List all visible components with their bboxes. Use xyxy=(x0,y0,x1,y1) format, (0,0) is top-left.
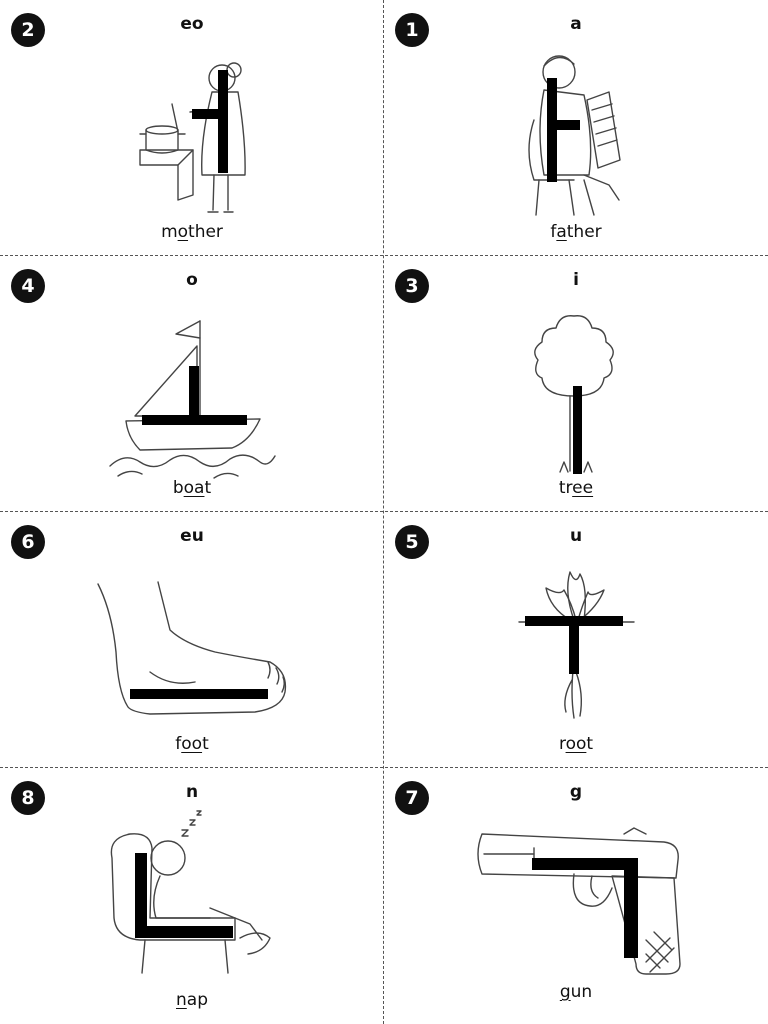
card-father: 1 a father xyxy=(384,0,768,256)
card-letter: o xyxy=(186,270,198,290)
horizontal-cut-line xyxy=(0,255,768,256)
vertical-cut-line xyxy=(383,0,384,1024)
father-reading-illustration xyxy=(528,55,621,216)
card-letter: a xyxy=(570,14,582,34)
card-number-badge: 1 xyxy=(395,13,429,47)
card-tree: 3 i tree xyxy=(384,256,768,512)
card-letter: g xyxy=(569,782,583,802)
card-nap: 8 n nap xyxy=(0,768,384,1024)
card-word: mother xyxy=(161,222,223,242)
card-number-badge: 4 xyxy=(11,269,45,303)
foot-illustration xyxy=(97,581,287,715)
card-number-badge: 6 xyxy=(11,525,45,559)
horizontal-cut-line xyxy=(0,767,768,768)
card-word: father xyxy=(550,222,602,242)
napping-person-illustration xyxy=(110,810,271,974)
card-letter: u xyxy=(569,526,583,546)
tree-illustration xyxy=(534,315,614,474)
pistol-illustration xyxy=(477,827,681,975)
card-word: nap xyxy=(176,990,208,1010)
card-number-badge: 2 xyxy=(11,13,45,47)
card-number-badge: 5 xyxy=(395,525,429,559)
card-number-badge: 7 xyxy=(395,781,429,815)
card-number-badge: 3 xyxy=(395,269,429,303)
card-letter: i xyxy=(573,270,579,290)
card-gun: 7 g gun xyxy=(384,768,768,1024)
card-letter: eo xyxy=(180,14,204,34)
horizontal-cut-line xyxy=(0,511,768,512)
card-word: foot xyxy=(175,734,209,754)
card-letter: eu xyxy=(180,526,204,546)
card-boat: 4 o boat xyxy=(0,256,384,512)
card-root: 5 u root xyxy=(384,512,768,768)
card-foot: 6 eu foot xyxy=(0,512,384,768)
mother-cooking-illustration xyxy=(139,62,246,213)
card-letter: n xyxy=(185,782,199,802)
card-word: tree xyxy=(558,478,594,498)
sailboat-illustration xyxy=(109,320,276,479)
card-word: boat xyxy=(172,478,212,498)
card-word: root xyxy=(558,734,594,754)
root-illustration xyxy=(518,571,635,719)
card-mother: 2 eo mother xyxy=(0,0,384,256)
card-number-badge: 8 xyxy=(11,781,45,815)
card-word: gun xyxy=(559,982,593,1002)
